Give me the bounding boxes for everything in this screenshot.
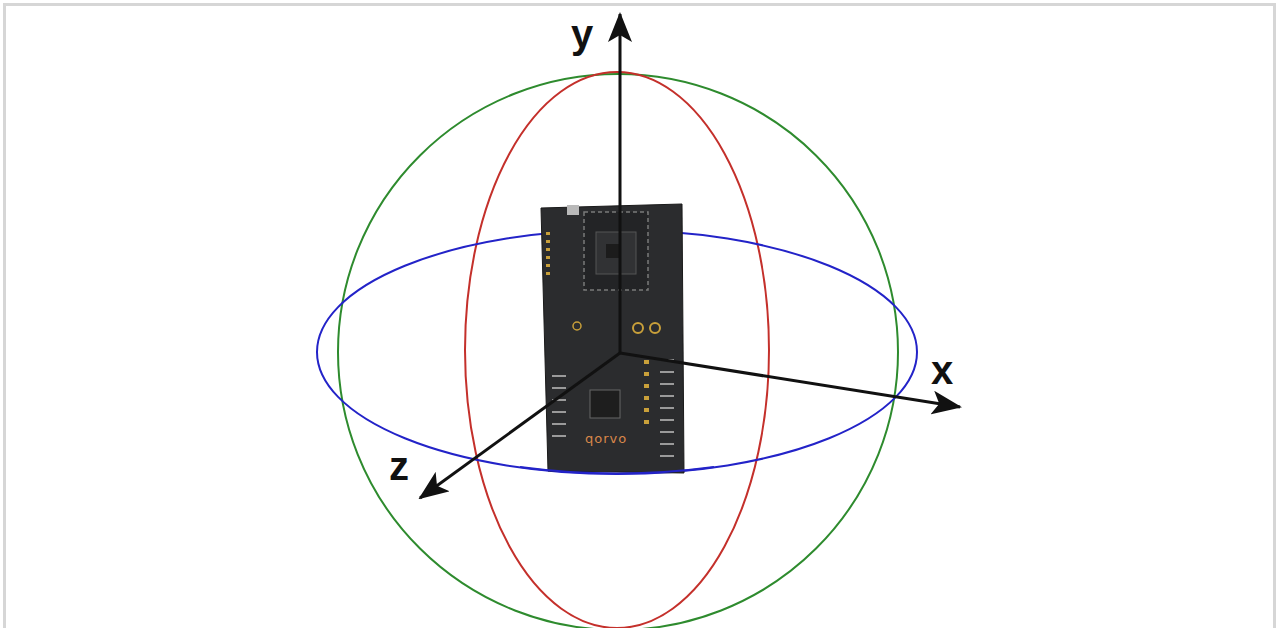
z-axis — [420, 353, 620, 498]
axis-label: z — [386, 446, 412, 486]
axis-label: y — [568, 14, 596, 54]
pcb-board — [541, 204, 684, 473]
red-ring — [465, 72, 769, 628]
y-axis — [619, 14, 622, 353]
green-ring — [338, 74, 898, 628]
frame-border — [5, 5, 1275, 628]
board-brand: qorvo — [585, 432, 627, 445]
x-axis — [620, 353, 960, 407]
axis-label: x — [928, 350, 956, 390]
blue-ring-front — [520, 467, 714, 474]
